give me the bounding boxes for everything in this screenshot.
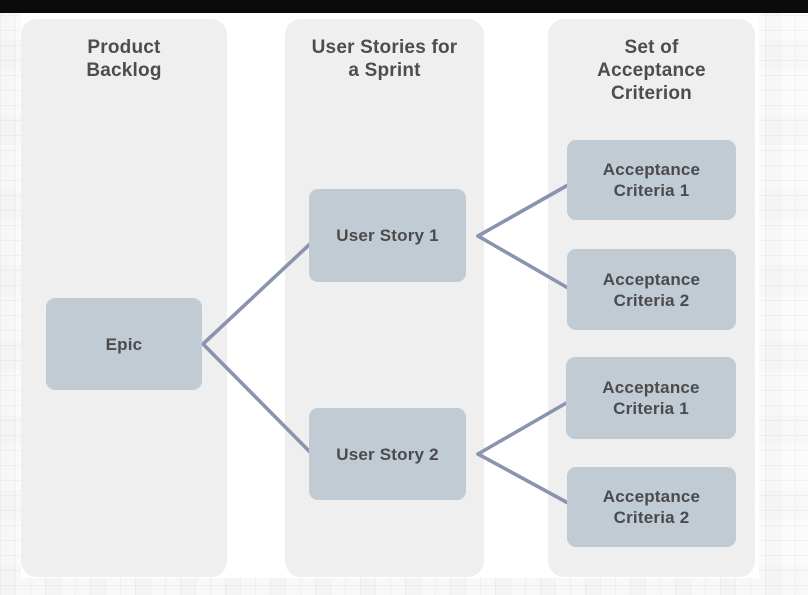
node-user-story-1: User Story 1: [309, 189, 466, 282]
node-epic-label: Epic: [105, 334, 143, 354]
node-user-story-2: User Story 2: [309, 408, 466, 500]
node-acceptance-criteria-2-1: Acceptance Criteria 1: [566, 357, 736, 439]
connector-us1-acceptance-1-1: [476, 183, 570, 238]
node-acceptance-criteria-2-2: Acceptance Criteria 2: [567, 467, 736, 547]
connector-us1-acceptance-1-2: [476, 234, 570, 290]
node-acceptance-criteria-1-2-label: Acceptance Criteria 2: [602, 269, 701, 310]
top-bar: [0, 0, 808, 13]
node-acceptance-criteria-2-2-label: Acceptance Criteria 2: [602, 487, 701, 527]
connector-us2-acceptance-2-2: [476, 452, 570, 505]
connector-epic-user-story-1: [201, 242, 312, 346]
node-acceptance-criteria-2-1-label: Acceptance Criteria 1: [602, 378, 700, 418]
node-user-story-1-label: User Story 1: [336, 226, 439, 245]
node-user-story-2-label: User Story 2: [336, 444, 439, 464]
node-epic: Epic: [46, 298, 202, 390]
node-acceptance-criteria-1-1-label: Acceptance Criteria 1: [602, 160, 701, 200]
node-acceptance-criteria-1-1: Acceptance Criteria 1: [567, 140, 736, 220]
connector-epic-user-story-2: [201, 342, 312, 454]
column-header-user-stories: User Stories for a Sprint: [311, 37, 458, 81]
node-acceptance-criteria-1-2: Acceptance Criteria 2: [567, 249, 736, 330]
column-header-product-backlog: Product Backlog: [86, 37, 162, 81]
connector-us2-acceptance-2-1: [476, 400, 570, 456]
column-header-acceptance-criteria: Set of Acceptance Criterion: [597, 37, 706, 104]
